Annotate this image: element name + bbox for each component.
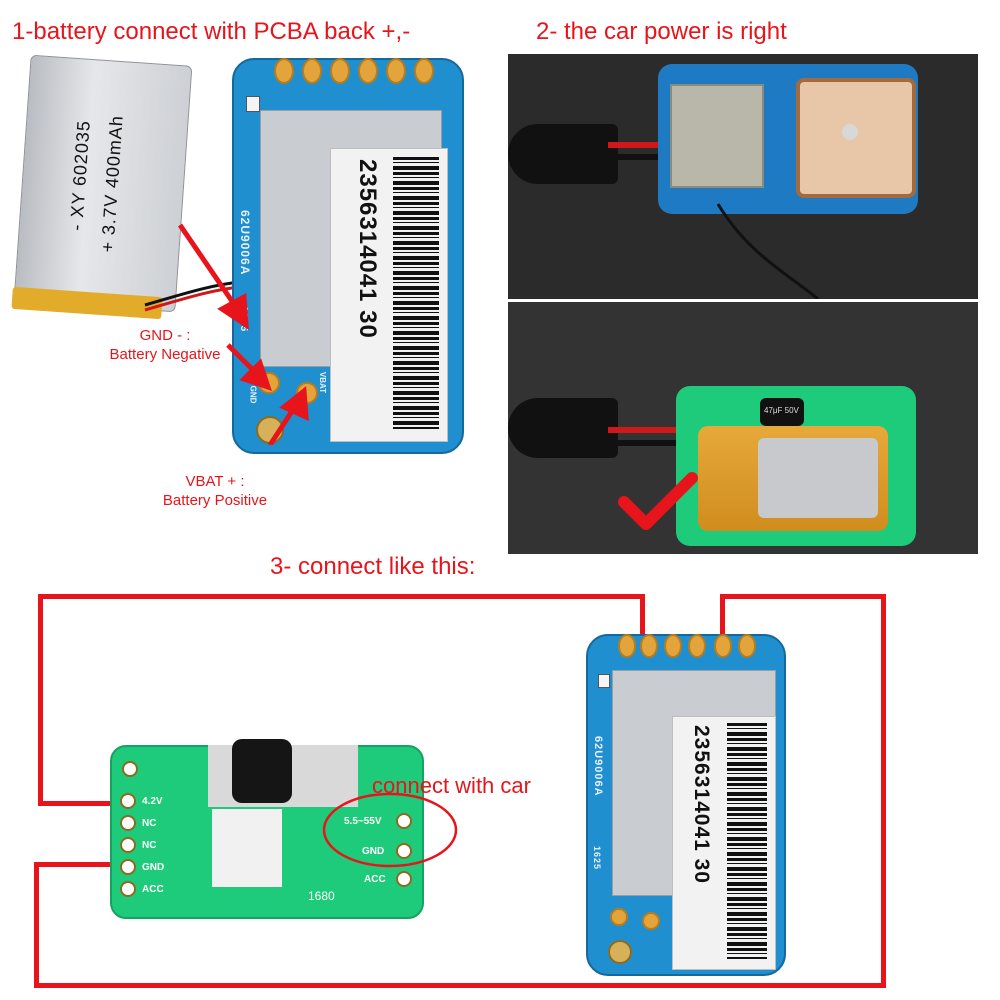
- pin-label-nc-2: NC: [142, 840, 157, 851]
- pin-label-gnd-in: GND: [362, 846, 385, 857]
- serial-number-bottom: 2356314041 30: [690, 725, 713, 884]
- board-code-bottom: 1625: [592, 846, 602, 871]
- tracker-pad: [302, 58, 322, 84]
- vbat-label-title: VBAT + :: [185, 473, 245, 490]
- board-marking: 1680: [308, 889, 335, 903]
- pin-gnd-in: [396, 843, 412, 859]
- gps-antenna: [796, 78, 916, 198]
- wire-bottom: [34, 983, 886, 988]
- wire-top-right: [720, 594, 886, 599]
- pin-nc-2: [120, 837, 136, 853]
- wire-left-lower: [34, 862, 39, 988]
- gnd-label-title: GND - :: [139, 327, 191, 344]
- wire-to-4v2: [38, 801, 128, 806]
- chip-area: [212, 809, 282, 887]
- board-model-bottom: 62U9006A: [592, 736, 604, 797]
- pin-gnd: [120, 859, 136, 875]
- sim-slot: [670, 84, 764, 188]
- connect-car-label: connect with car: [372, 773, 531, 798]
- tracker-board-bottom: 2356314041 30 62U9006A 1625: [586, 634, 786, 976]
- board-model: 62U9006A: [238, 210, 252, 276]
- pin-nc-1: [120, 815, 136, 831]
- tracker-pad-a: [640, 634, 658, 658]
- wire-to-tracker-pad-b: [720, 594, 725, 654]
- wire-top-left: [38, 594, 644, 599]
- tracker-pad: [330, 58, 350, 84]
- heading-step1: 1-battery connect with PCBA back +,-: [12, 18, 411, 45]
- pin-acc: [120, 881, 136, 897]
- barcode-sticker: 2356314041 30: [330, 148, 448, 442]
- gnd-label-desc: Battery Negative: [109, 346, 221, 363]
- battery-photo: [698, 426, 888, 531]
- tracker-board-top: 2356314041 30 62U9006A 1625 GND VBAT: [232, 58, 464, 454]
- pin-label-acc: ACC: [142, 884, 164, 895]
- pin-label-gnd: GND: [142, 862, 165, 873]
- converter-board: 4.2V NC NC GND ACC 5.5~55V GND ACC 1680: [110, 739, 424, 919]
- heading-step3: 3- connect like this:: [270, 553, 476, 580]
- tracker-pad: [358, 58, 378, 84]
- pointer-arrows: [177, 223, 309, 445]
- heading-step2: 2- the car power is right: [536, 18, 787, 45]
- vbat-label-desc: Battery Positive: [162, 492, 268, 509]
- battery-leads: [144, 280, 241, 312]
- capacitor: 47μF 50V: [760, 398, 804, 426]
- tracker-pad: [274, 58, 294, 84]
- pin-4v2: [120, 793, 136, 809]
- wire-to-tracker-pad-a: [640, 594, 645, 654]
- converter-board-photo: 47μF 50V: [676, 386, 916, 546]
- gnd-label: GND - : Battery Negative: [90, 326, 240, 364]
- inductor: [232, 739, 292, 803]
- pin-acc-in: [396, 871, 412, 887]
- tracker-pad-b: [714, 634, 732, 658]
- tracker-board-photo: [658, 64, 918, 214]
- photo-car-power-top: [508, 54, 978, 299]
- serial-number: 2356314041 30: [354, 159, 381, 339]
- pin-label-acc-in: ACC: [364, 874, 386, 885]
- highlight-ellipse: [322, 792, 458, 868]
- pin-vin: [396, 813, 412, 829]
- tracker-pad: [414, 58, 434, 84]
- barcode: [393, 157, 439, 429]
- wire-right-vertical: [881, 594, 886, 988]
- wire-left-vertical: [38, 594, 43, 806]
- pin-label-nc-1: NC: [142, 818, 157, 829]
- pin-label-vin: 5.5~55V: [344, 816, 382, 827]
- checkmark-icon: [618, 472, 698, 530]
- capacitor-label: 47μF 50V: [764, 406, 799, 415]
- vbat-label: VBAT + : Battery Positive: [150, 472, 280, 510]
- photo-car-power-bottom: 47μF 50V: [508, 302, 978, 554]
- wire-to-gnd: [34, 862, 128, 867]
- pin-label-4v2: 4.2V: [142, 796, 163, 807]
- tracker-pad: [386, 58, 406, 84]
